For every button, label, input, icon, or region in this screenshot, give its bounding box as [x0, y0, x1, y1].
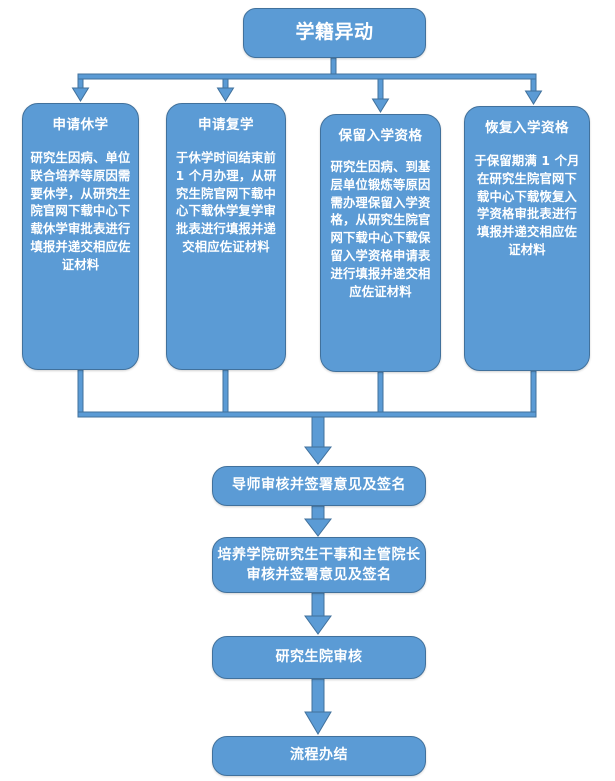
- node-branch-3-title: 恢复入学资格: [485, 120, 569, 136]
- node-branch-2-body: 研究生因病、到基层单位锻炼等原因需办理保留入学资格，从研究生院官网下载中心下载保…: [330, 159, 431, 299]
- node-branch-retain-admission[interactable]: 保留入学资格 研究生因病、到基层单位锻炼等原因需办理保留入学资格，从研究生院官网…: [320, 114, 441, 372]
- connector-branch-3-to-merge: [530, 370, 537, 413]
- connector-step-2-to-step-3: [304, 678, 332, 735]
- connector-branch-2-to-merge: [377, 371, 384, 413]
- node-branch-0-title: 申请休学: [52, 117, 109, 133]
- connector-merge-to-step-0: [77, 411, 537, 465]
- node-step-college-review[interactable]: 培养学院研究生干事和主管院长审核并签署意见及签名: [212, 537, 426, 593]
- node-branch-apply-resumption[interactable]: 申请复学 于休学时间结束前 1 个月办理，从研究生院官网下载中心下载休学复学审批…: [166, 103, 286, 370]
- connector-bus-to-branch-0: [71, 78, 90, 102]
- connector-bus-to-branch-3: [524, 78, 543, 105]
- connector-branch-1-to-merge: [222, 369, 229, 413]
- connector-step-0-to-step-1: [303, 505, 333, 537]
- node-branch-2-title: 保留入学资格: [338, 128, 423, 144]
- connector-step-1-to-step-2: [304, 592, 332, 635]
- node-branch-1-title: 申请复学: [198, 117, 254, 133]
- node-step-process-complete[interactable]: 流程办结: [212, 736, 426, 776]
- node-step-3-label: 流程办结: [290, 747, 348, 764]
- node-step-advisor-review[interactable]: 导师审核并签署意见及签名: [212, 466, 426, 506]
- node-branch-3-body: 于保留期满 1 个月在研究生院官网下载中心下载恢复入学资格审批表进行填报并递交相…: [474, 153, 580, 258]
- node-step-0-label: 导师审核并签署意见及签名: [232, 477, 406, 494]
- connector-branch-0-to-merge: [77, 369, 84, 413]
- node-step-graduate-school-review[interactable]: 研究生院审核: [212, 636, 426, 679]
- node-branch-apply-suspension[interactable]: 申请休学 研究生因病、单位联合培养等原因需要休学，从研究生院官网下载中心下载休学…: [22, 103, 139, 370]
- node-root-process-change[interactable]: 学籍异动: [243, 8, 426, 58]
- node-branch-0-body: 研究生因病、单位联合培养等原因需要休学，从研究生院官网下载中心下载休学审批表进行…: [30, 150, 131, 272]
- node-branch-restore-admission[interactable]: 恢复入学资格 于保留期满 1 个月在研究生院官网下载中心下载恢复入学资格审批表进…: [464, 106, 590, 371]
- connector-root-to-bus: [77, 57, 537, 80]
- node-step-2-label: 研究生院审核: [275, 648, 363, 665]
- connector-bus-to-branch-2: [371, 78, 390, 113]
- node-step-1-label: 培养学院研究生干事和主管院长审核并签署意见及签名: [217, 546, 421, 583]
- connector-bus-to-branch-1: [216, 78, 235, 102]
- node-root-label: 学籍异动: [295, 21, 374, 44]
- node-branch-1-body: 于休学时间结束前 1 个月办理，从研究生院官网下载中心下载休学复学审批表进行填报…: [175, 150, 277, 255]
